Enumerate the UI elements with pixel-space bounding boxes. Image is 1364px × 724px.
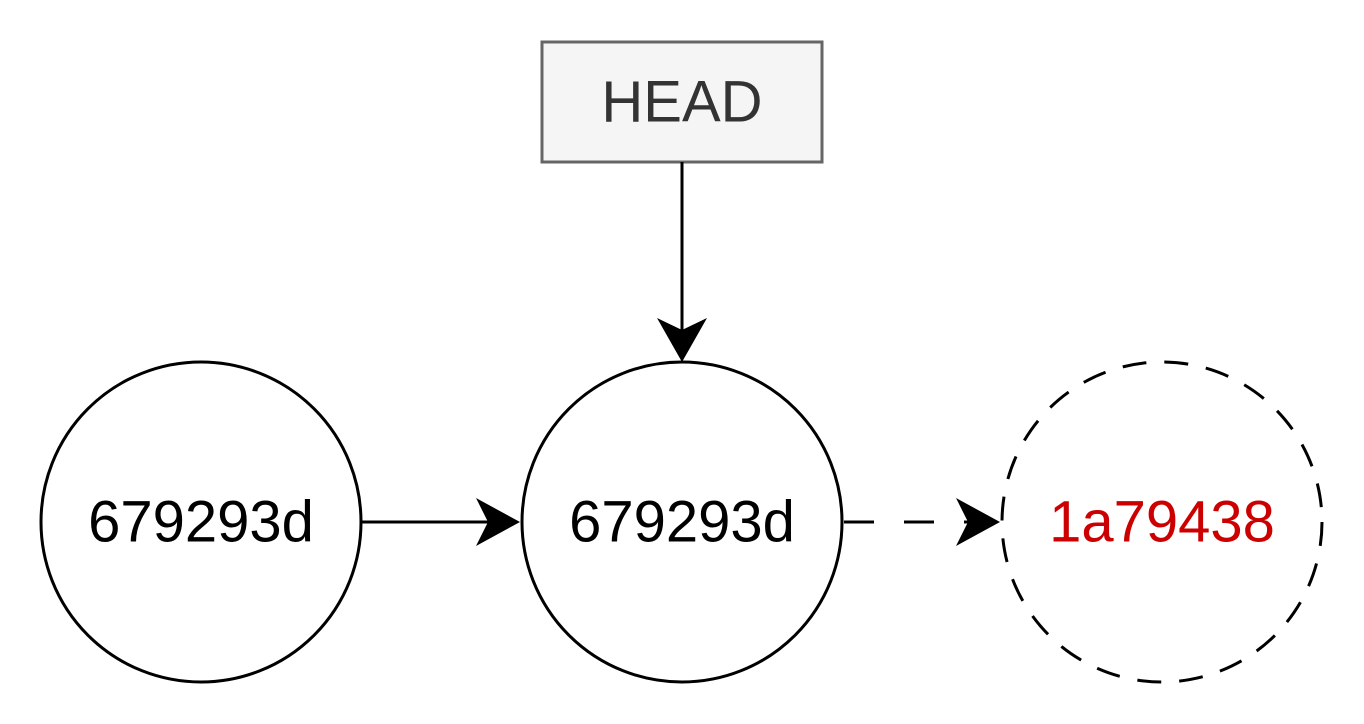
head-box <box>540 40 824 164</box>
commit-label-3: 1a79438 <box>1049 490 1275 555</box>
head-to-commit-arrow <box>657 162 707 362</box>
commit-2-to-3-dashed-arrow <box>844 498 1000 546</box>
commit-circle-2 <box>520 360 844 684</box>
commit-label-1: 679293d <box>88 490 314 555</box>
commit-circle-3 <box>1000 360 1324 684</box>
commit-circle-1 <box>39 360 363 684</box>
commit-1-to-2-arrow <box>362 498 520 546</box>
commit-node-3: 1a79438 <box>1000 360 1324 684</box>
head-pointer: HEAD <box>540 40 824 164</box>
head-label: HEAD <box>601 70 762 135</box>
commit-node-2: 679293d <box>520 360 844 684</box>
commit-label-2: 679293d <box>569 490 795 555</box>
commit-node-1: 679293d <box>39 360 363 684</box>
